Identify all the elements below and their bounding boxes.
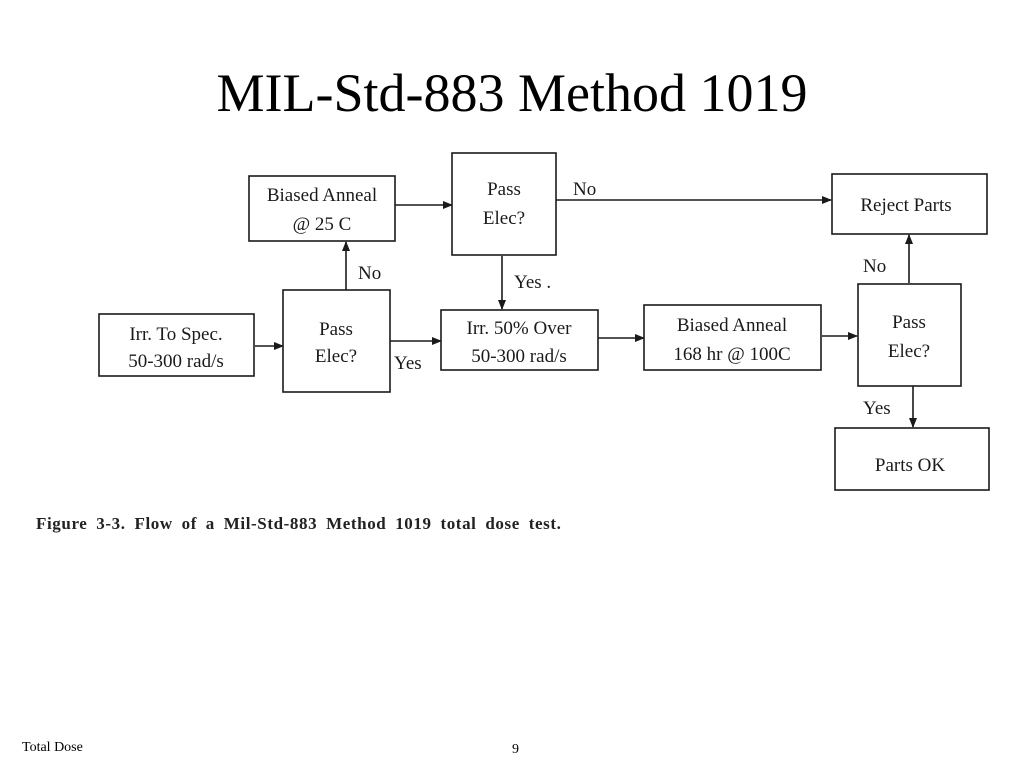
figure-caption: Figure 3-3. Flow of a Mil-Std-883 Method…: [36, 514, 562, 533]
footer-section-label: Total Dose: [22, 740, 83, 755]
node-irr-50-over-line2: 50-300 rad/s: [471, 346, 567, 367]
edge-label-yes-pass1: Yes: [394, 353, 422, 374]
node-pass-elec-2-line2: Elec?: [483, 208, 525, 229]
node-reject-parts-label: Reject Parts: [860, 195, 951, 216]
page-number: 9: [512, 742, 519, 757]
node-biased-anneal-100c: Biased Anneal 168 hr @ 100C: [643, 304, 822, 371]
node-biased-anneal-100c-line1: Biased Anneal: [677, 315, 787, 336]
node-irr-50-over: Irr. 50% Over 50-300 rad/s: [440, 309, 599, 371]
node-irr-50-over-line1: Irr. 50% Over: [467, 318, 573, 339]
node-irr-to-spec-line2: 50-300 rad/s: [128, 351, 224, 372]
edges: [255, 196, 917, 428]
node-biased-anneal-25c-line2: @ 25 C: [293, 214, 352, 235]
node-pass-elec-2: Pass Elec?: [451, 152, 557, 256]
edge-label-no-pass3: No: [863, 256, 886, 277]
node-biased-anneal-25c-line1: Biased Anneal: [267, 185, 377, 206]
node-irr-to-spec: Irr. To Spec. 50-300 rad/s: [98, 313, 255, 377]
node-pass-elec-1-line1: Pass: [319, 319, 353, 340]
node-irr-to-spec-line1: Irr. To Spec.: [129, 324, 222, 345]
edge-label-yes-pass3: Yes: [863, 398, 891, 419]
node-pass-elec-3-line2: Elec?: [888, 341, 930, 362]
slide-title: MIL-Std-883 Method 1019: [216, 63, 808, 123]
node-pass-elec-1-line2: Elec?: [315, 346, 357, 367]
node-pass-elec-3-line1: Pass: [892, 312, 926, 333]
node-pass-elec-2-line1: Pass: [487, 179, 521, 200]
node-parts-ok-label: Parts OK: [875, 455, 945, 476]
edge-label-no-pass1: No: [358, 263, 381, 284]
edge-label-yes-pass2: Yes .: [514, 272, 551, 293]
node-reject-parts: Reject Parts: [831, 173, 988, 235]
node-biased-anneal-100c-line2: 168 hr @ 100C: [673, 344, 790, 365]
edge-label-no-pass2: No: [573, 179, 596, 200]
node-parts-ok: Parts OK: [834, 427, 990, 491]
node-pass-elec-3: Pass Elec?: [857, 283, 962, 387]
node-biased-anneal-25c: Biased Anneal @ 25 C: [248, 175, 396, 242]
edge-labels: No Yes No Yes . No Yes: [358, 179, 891, 419]
node-pass-elec-1: Pass Elec?: [282, 289, 391, 393]
